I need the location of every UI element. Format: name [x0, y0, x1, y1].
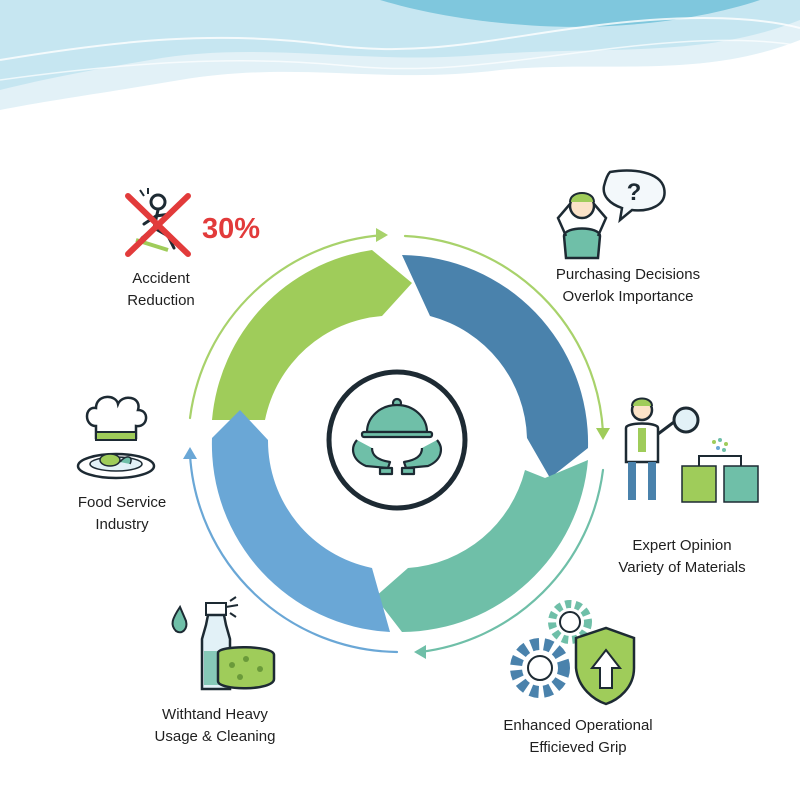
header-waves	[0, 0, 800, 110]
chef-hat-plate-icon	[76, 395, 156, 480]
outer-arc-bottom	[418, 468, 605, 654]
confused-person-question-icon: ?	[556, 169, 666, 260]
arrowhead-right	[596, 428, 610, 440]
segment-blue	[402, 255, 589, 478]
segment-light-blue	[211, 410, 390, 632]
spray-bottle-sponge-icon	[171, 596, 276, 691]
gears-shield-arrow-icon	[510, 600, 636, 706]
segment-green	[212, 250, 412, 420]
accident-reduction-value: 30%	[202, 213, 261, 245]
outer-arc-top	[188, 233, 386, 420]
arrowhead-bottom	[414, 645, 426, 659]
label-expert-opinion: Expert Opinion Variety of Materials	[618, 537, 746, 576]
outer-arc-right	[403, 234, 605, 434]
label-enhanced-operational: Enhanced Operational Efficieved Grip	[503, 717, 653, 756]
expert-magnifier-materials-icon	[624, 397, 759, 503]
label-purchasing-decisions: Purchasing Decisions Overlok Importance	[555, 266, 701, 305]
svg-text:?: ?	[627, 179, 642, 206]
accident-cross-icon	[125, 188, 191, 257]
label-withstand-heavy: Withtand Heavy Usage & Cleaning	[154, 706, 276, 745]
label-food-service: Food Service Industry	[77, 494, 167, 533]
label-accident-reduction: Accident Reduction	[127, 270, 195, 309]
arrowhead-left	[183, 447, 197, 459]
center-ring	[326, 369, 468, 511]
segment-teal	[375, 460, 588, 632]
outer-arc-left	[188, 453, 399, 654]
arrowhead-top	[376, 228, 388, 242]
serving-cloche-hands-icon	[351, 397, 443, 476]
